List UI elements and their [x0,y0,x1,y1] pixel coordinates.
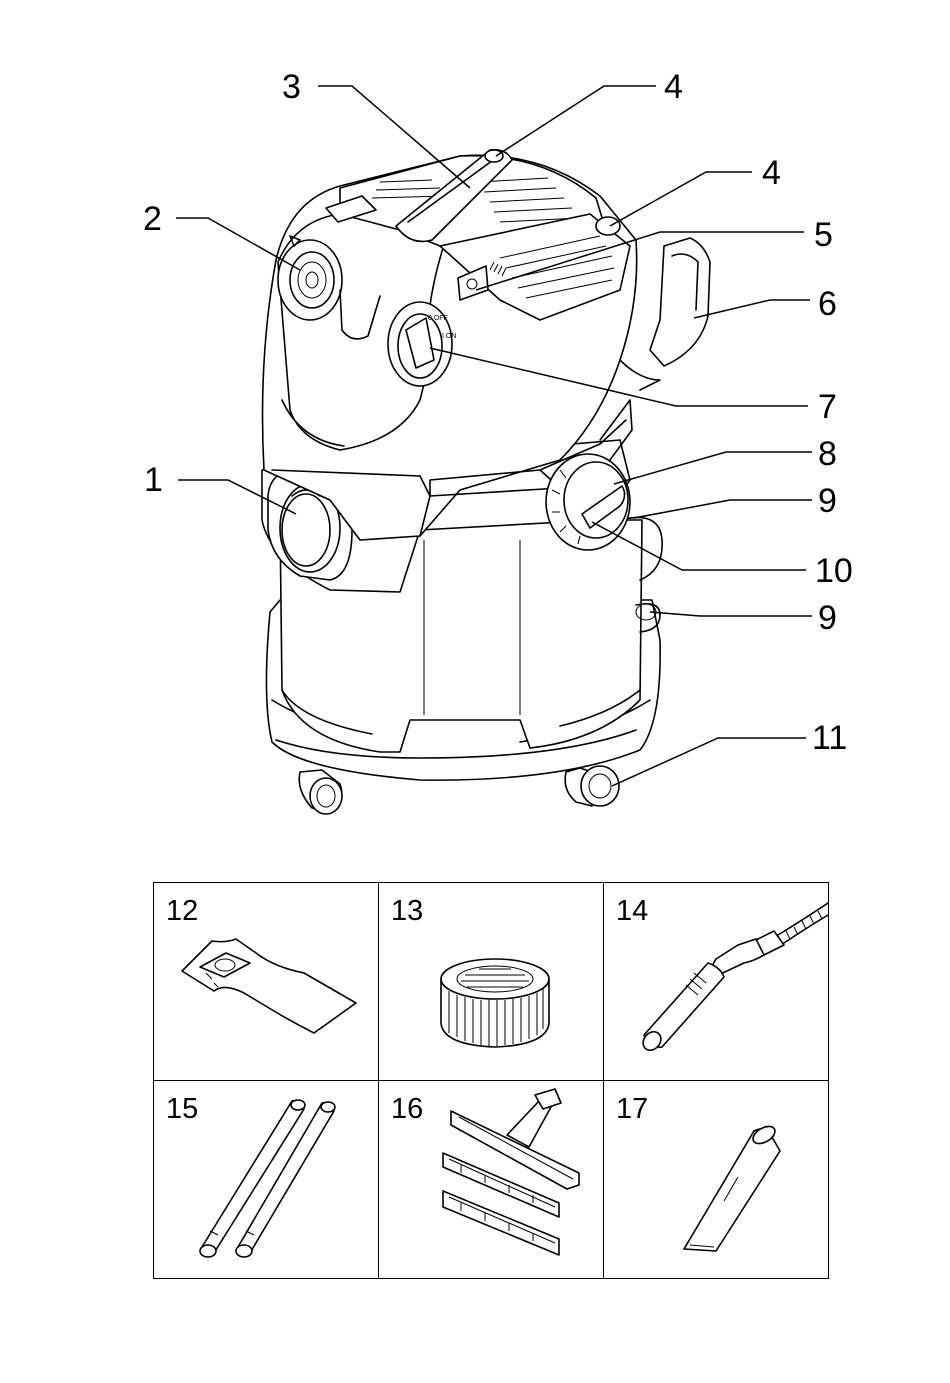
callout-11: 11 [812,721,847,755]
accessory-cell-14: 14 [604,883,829,1081]
leader-4b [610,172,752,226]
callout-5: 5 [814,218,833,252]
cartridge-filter-icon [379,883,603,1080]
callout-6: 6 [818,287,837,321]
suction-hose-handle-icon [604,883,828,1080]
accessories-grid: 12 13 [153,882,829,1279]
switch-on-mark: I ON [442,333,456,340]
accessory-cell-16: 16 [379,1081,604,1279]
accessory-holder-top [485,150,503,162]
accessory-cell-12: 12 [154,883,379,1081]
callout-4-top: 4 [664,70,683,104]
callout-2: 2 [143,202,162,236]
accessory-cell-13: 13 [379,883,604,1081]
floor-nozzle-icon [379,1081,603,1278]
castor-wheel-left [299,770,342,814]
accessory-holder-side [596,217,620,235]
accessory-cell-15: 15 [154,1081,379,1279]
switch-off-mark: 0 OFF [428,315,448,322]
castor-wheel-right [565,766,619,806]
leader-4a [496,86,656,156]
callout-8: 8 [818,437,837,471]
leader-8 [614,452,812,484]
callout-10: 10 [815,554,853,588]
callout-3: 3 [282,70,301,104]
accessory-cell-17: 17 [604,1081,829,1279]
leader-9b [650,612,812,616]
callout-9-upper: 9 [818,484,837,518]
callout-7: 7 [818,390,837,424]
leader-6 [694,300,810,318]
leader-9a [634,500,812,518]
crevice-nozzle-icon [604,1081,828,1278]
filter-bag-icon [154,883,378,1080]
suction-tubes-icon [154,1081,378,1278]
callout-4-side: 4 [762,156,781,190]
vacuum-cleaner-drawing: 0 OFF I ON [0,0,950,870]
callout-9-lower: 9 [818,601,837,635]
callout-1: 1 [144,463,163,497]
